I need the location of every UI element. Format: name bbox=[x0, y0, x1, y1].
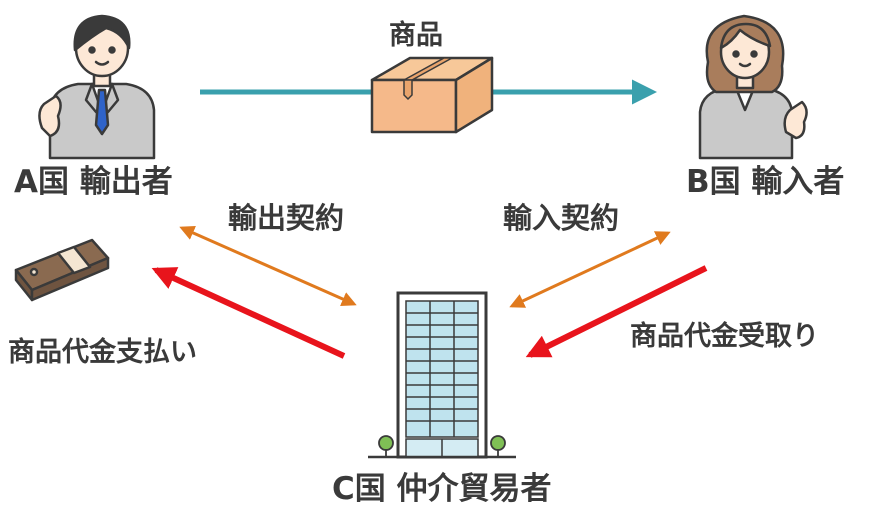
office-building-icon bbox=[368, 291, 516, 459]
money-bundle-icon bbox=[14, 238, 110, 302]
intermediary-label: C国 仲介貿易者 bbox=[332, 471, 552, 507]
import-contract-arrow bbox=[509, 231, 671, 308]
importer-label: B国 輸入者 bbox=[686, 164, 845, 200]
goods-label: 商品 bbox=[389, 20, 443, 51]
export-contract-label: 輸出契約 bbox=[228, 201, 345, 235]
goods-box-icon bbox=[370, 56, 494, 134]
importer-person-icon bbox=[698, 14, 808, 160]
import-contract-label: 輸入契約 bbox=[503, 201, 620, 235]
exporter-person-icon bbox=[38, 14, 156, 160]
payment-arrow bbox=[151, 267, 346, 359]
exporter-label: A国 輸出者 bbox=[14, 164, 173, 200]
receipt-label: 商品代金受取り bbox=[630, 321, 819, 352]
payment-label: 商品代金支払い bbox=[8, 337, 197, 368]
receipt-arrow bbox=[525, 265, 708, 358]
export-contract-arrow bbox=[179, 225, 357, 307]
